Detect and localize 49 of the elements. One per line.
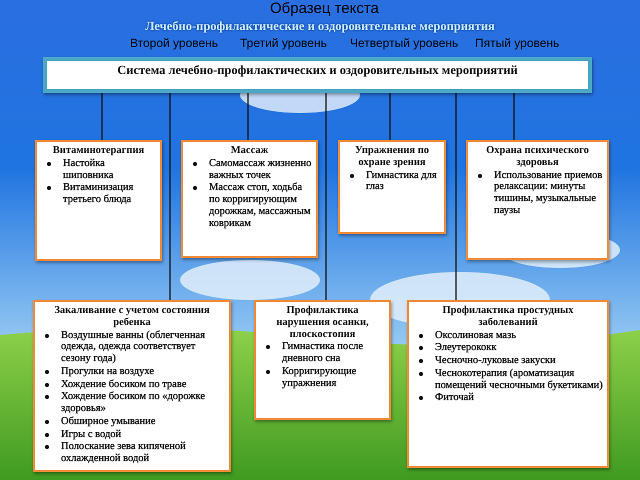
placeholder-text: Третий уровень (240, 36, 327, 50)
bullet-item: Массаж стоп, ходьба по корригирующим дорожкам, массажным коврикам (209, 182, 310, 228)
bullet-item: Корригирующие упражнения (282, 366, 356, 388)
box-heading: Охрана психического здоровья (485, 145, 590, 168)
connector-line (169, 93, 171, 300)
bullet-item: Витаминизация третьего блюда (63, 182, 134, 205)
bullet-item: Элеутерококк (435, 342, 496, 354)
box-heading: Профилактика нарушения осанки, плоскостопия (275, 305, 370, 340)
bullet-item: Оксолиновая мазь (435, 330, 516, 340)
bullet-item: Хождение босиком по «дорожке здоровья» (61, 391, 206, 414)
box-heading: Система лечебно-профилактических и оздоровительных мероприятий (116, 63, 519, 77)
connector-line (101, 93, 103, 140)
topic-card (254, 300, 391, 420)
connector-line (513, 93, 515, 140)
bullet-item: Использование приемов релаксации: минуты тишины, музыкальные паузы (494, 170, 602, 216)
bullet-item: Обширное умывание (61, 416, 156, 427)
box-heading: Витаминотерагпия (52, 145, 146, 157)
bullet-item: Настойка шиповника (63, 158, 114, 180)
main-box (43, 57, 592, 93)
box-heading: Профилактика простудных заболеваний (442, 305, 574, 328)
topic-card (35, 140, 162, 261)
placeholder-text: Образец текста (270, 0, 379, 17)
bullet-item: Прогулки на воздухе (61, 366, 154, 377)
connector-line (389, 93, 391, 140)
bullet-item: Гимнастика после дневного сна (282, 341, 364, 364)
topic-card (33, 300, 231, 472)
placeholder-text: Пятый уровень (475, 36, 560, 50)
topic-card (407, 300, 609, 468)
bullet-item: Хождение босиком по траве (61, 378, 186, 390)
topic-card (338, 140, 446, 234)
bullet-item: Полоскание зева кипяченой охлажденной водой (61, 441, 186, 464)
connector-line (455, 93, 457, 300)
topic-card (466, 140, 609, 260)
slide-title: Лечебно-профилактические и оздоровительные мероприятия (144, 19, 496, 34)
placeholder-text: Второй уровень (130, 36, 218, 50)
bullet-item: Гимнастика для глаз (366, 170, 437, 192)
bullet-item: Воздушные ванны (облегченная одежда, одежда соответствует сезону года) (61, 330, 205, 364)
connector-line (325, 93, 327, 300)
placeholder-text: Четвертый уровень (350, 36, 458, 50)
bullet-item: Игры с водой (61, 428, 122, 440)
bullet-item: Фиточай (435, 392, 474, 404)
box-heading: Упражнения по охране зрения (354, 145, 430, 168)
bullet-item: Чеснокотерапия (ароматизация помещений чесночными букетиками) (435, 368, 603, 390)
connector-line (247, 93, 249, 140)
box-heading: Массаж (230, 145, 270, 157)
topic-card (181, 140, 318, 258)
box-heading: Закаливание с учетом состояния ребенка (53, 305, 211, 328)
bullet-item: Чесночно-луковые закуски (435, 355, 556, 366)
bullet-item: Самомассаж жизненно важных точек (209, 158, 312, 180)
